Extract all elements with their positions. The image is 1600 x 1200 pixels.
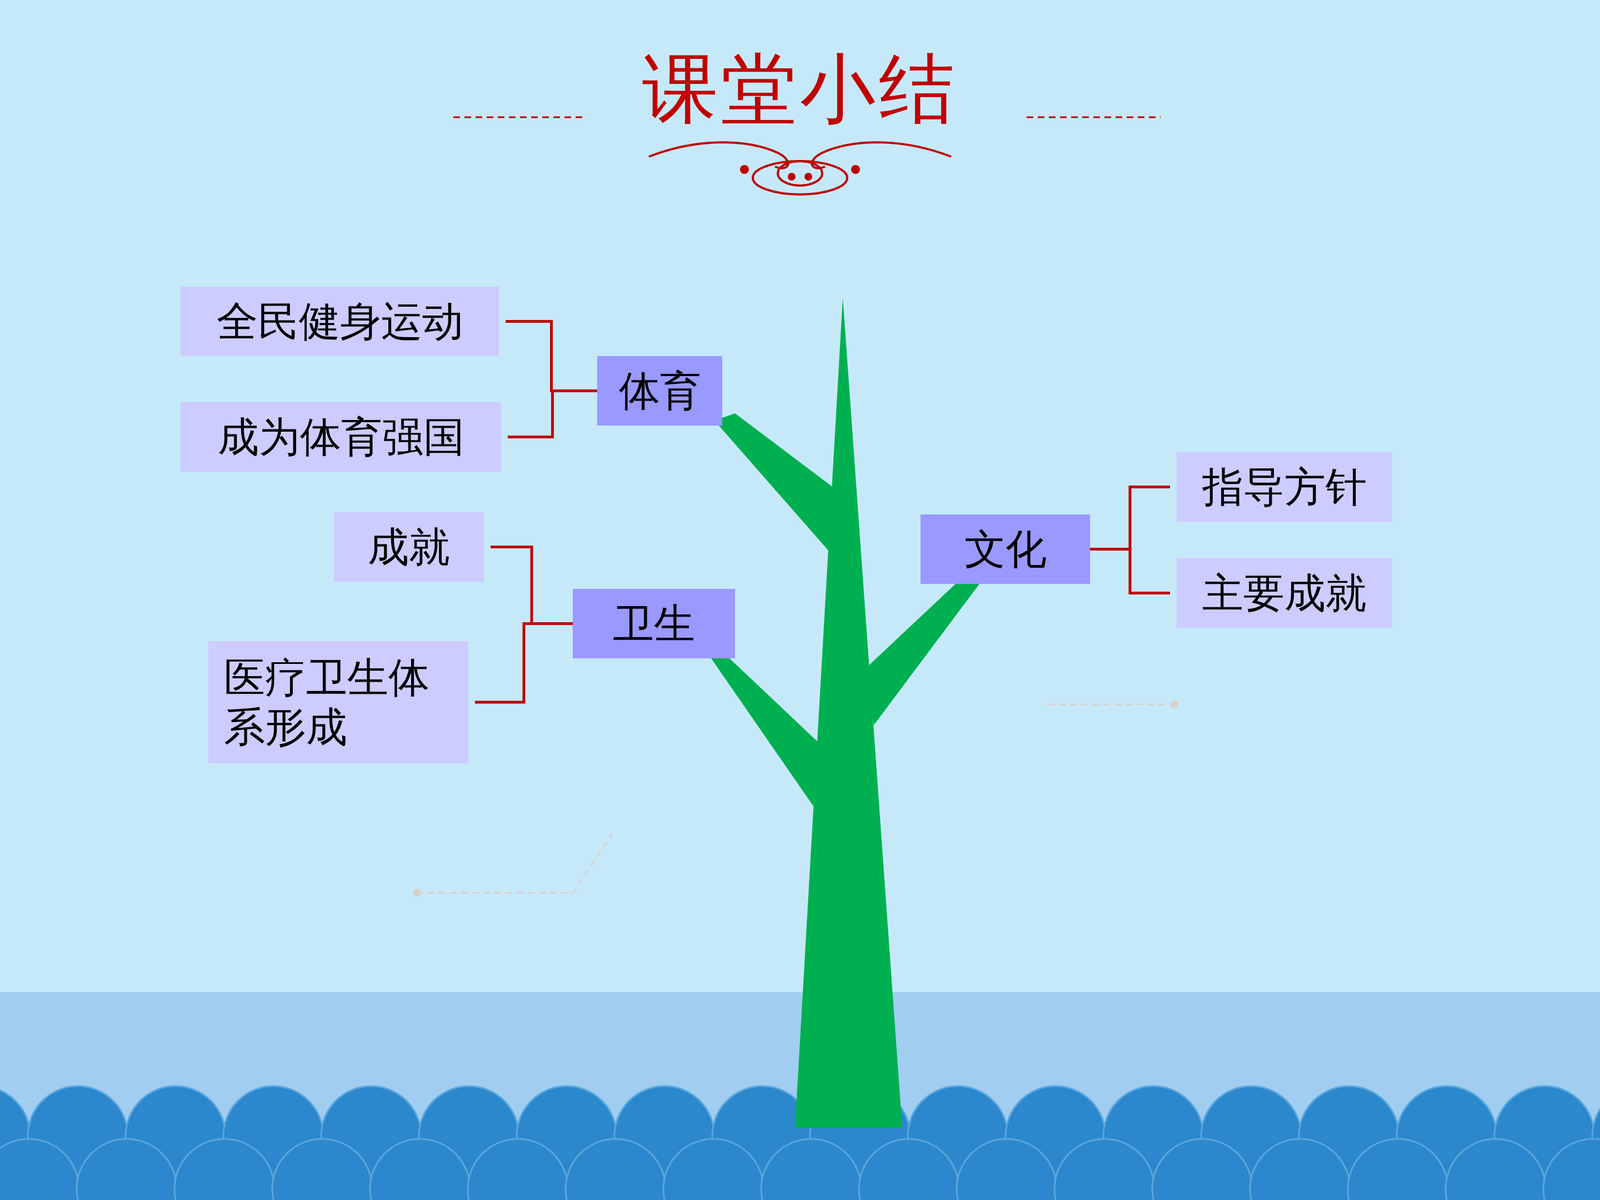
- point-box: 成就: [333, 512, 484, 582]
- wave-arc: [663, 1138, 764, 1200]
- decor-dot: [412, 888, 421, 897]
- box-label: 成就: [367, 522, 450, 572]
- bracket-connector: [507, 391, 598, 438]
- bracket-connector: [490, 547, 573, 624]
- wave-arc: [858, 1138, 959, 1200]
- bracket-connector: [505, 321, 598, 392]
- point-box: 成为体育强国: [180, 402, 502, 472]
- wave-arc: [0, 1138, 79, 1200]
- wave-arc: [174, 1138, 275, 1200]
- title-flourish: [648, 142, 952, 195]
- box-label: 医疗卫生体系形成: [223, 652, 453, 752]
- wave-arc: [370, 1138, 470, 1200]
- topic-box: 文化: [920, 514, 1090, 584]
- title-dash: [453, 116, 587, 119]
- box-label: 文化: [964, 524, 1047, 574]
- wave-row: [0, 1138, 1600, 1200]
- decor-dot: [1170, 700, 1179, 709]
- wave-arc: [272, 1138, 373, 1200]
- box-label: 指导方针: [1202, 462, 1367, 512]
- point-box: 全民健身运动: [180, 286, 499, 357]
- wave-arc: [956, 1138, 1057, 1200]
- wave-arc: [1152, 1138, 1253, 1200]
- title: 课堂小结: [0, 38, 1600, 141]
- wave-arc: [1445, 1138, 1546, 1200]
- wave-arc: [467, 1138, 568, 1200]
- topic-box: 卫生: [572, 588, 735, 659]
- box-label: 成为体育强国: [217, 412, 465, 462]
- wave-arc: [761, 1138, 862, 1200]
- title-dash: [1026, 116, 1161, 119]
- tree-branch: [714, 413, 839, 552]
- box-label: 主要成就: [1202, 568, 1367, 618]
- wave-arc: [565, 1138, 666, 1200]
- tree-branch: [711, 658, 822, 807]
- tree-branch: [864, 583, 980, 725]
- bracket-connector: [475, 623, 573, 703]
- bracket-connector: [1090, 487, 1170, 550]
- title-text: 课堂小结: [642, 45, 958, 133]
- wave-arc: [76, 1138, 177, 1200]
- tree-trunk: [795, 297, 903, 1128]
- bracket-connector: [1090, 549, 1170, 594]
- point-box: 医疗卫生体系形成: [208, 641, 469, 764]
- wave-arc: [1250, 1138, 1350, 1200]
- point-box: 指导方针: [1176, 452, 1393, 522]
- wave-arc: [1543, 1138, 1600, 1200]
- point-box: 主要成就: [1176, 558, 1393, 628]
- box-label: 全民健身运动: [216, 296, 464, 347]
- box-label: 体育: [618, 366, 702, 416]
- wave-arc: [1347, 1138, 1448, 1200]
- decor-line: [416, 704, 1174, 893]
- topic-box: 体育: [597, 356, 723, 426]
- wave-arc: [1054, 1138, 1155, 1200]
- box-label: 卫生: [612, 598, 695, 649]
